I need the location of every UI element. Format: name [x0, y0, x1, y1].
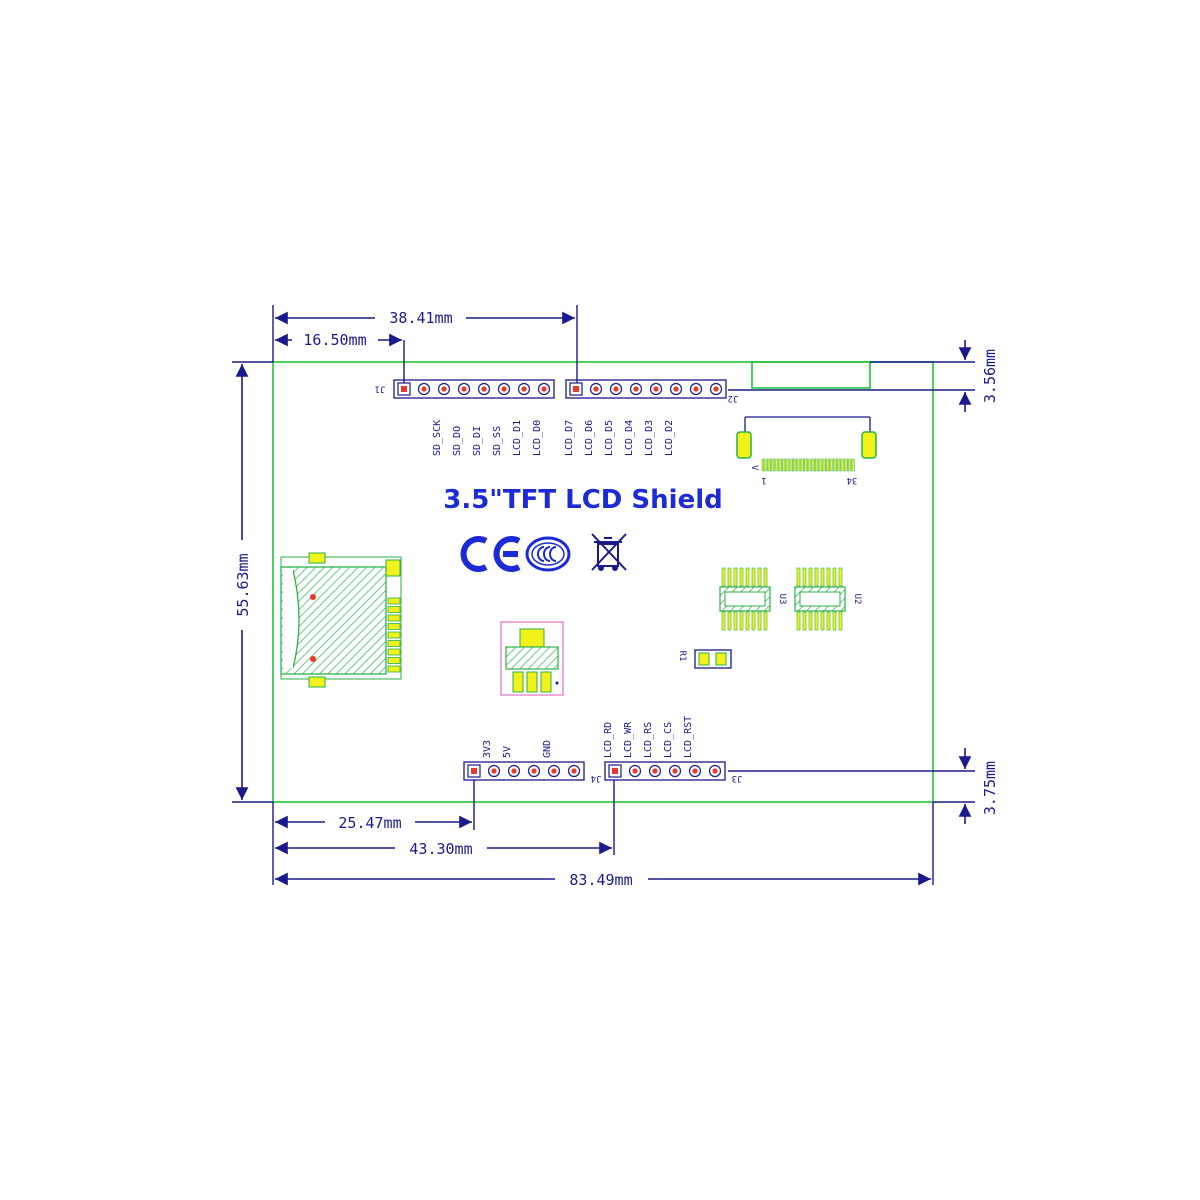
- header-j1-pin: [537, 382, 551, 396]
- header-j2-pin: [649, 382, 663, 396]
- header-j4-pin: [567, 764, 581, 778]
- header-j2-pin: [709, 382, 723, 396]
- header-j1-pin: [397, 382, 411, 396]
- resistor-r1: R1: [677, 649, 732, 669]
- header-j2-label: LCD_D7: [564, 420, 575, 456]
- dim-height-total-label: 55.63mm: [234, 553, 252, 616]
- header-j1-label: SD_DI: [472, 426, 483, 456]
- header-j1-pin: [517, 382, 531, 396]
- dim-j4-offset: 25.47mm: [275, 814, 472, 832]
- header-j3-pin: [668, 764, 682, 778]
- dim-bottom-margin-label: 3.75mm: [981, 761, 999, 815]
- ce-mark-icon: [460, 536, 521, 572]
- header-j3-pins: [608, 764, 722, 778]
- extension-lines: [232, 305, 975, 885]
- dim-j1-offset: 16.50mm: [275, 331, 402, 349]
- header-j1-pin: [497, 382, 511, 396]
- header-j1-pin: [417, 382, 431, 396]
- header-j4-pins: [467, 764, 581, 778]
- header-j4-pin: [527, 764, 541, 778]
- header-j2-label: LCD_D6: [584, 420, 595, 456]
- header-j4-label: 3V3: [482, 740, 493, 758]
- header-j1-pin: [457, 382, 471, 396]
- header-j4-label: GND: [542, 740, 553, 758]
- header-j3-label: LCD_RS: [643, 722, 654, 758]
- dim-j2-offset: 38.41mm: [275, 309, 575, 327]
- voltage-regulator: [500, 621, 564, 696]
- dim-j3-offset-label: 43.30mm: [409, 840, 472, 858]
- header-j1-ref: J1: [375, 384, 386, 394]
- header-j1: J1 SD_SCK SD_DO SD_DI SD_SS LCD_D1 LCD_D0: [375, 379, 555, 456]
- header-j3-label: LCD_RD: [603, 722, 614, 758]
- header-j2-pin: [589, 382, 603, 396]
- dim-j3-offset: 43.30mm: [275, 840, 612, 858]
- header-j4-pin: [507, 764, 521, 778]
- header-j2-pin: [629, 382, 643, 396]
- ccc-mark-icon: [525, 536, 571, 572]
- ic-u3-ref: U3: [777, 594, 787, 605]
- sd-card-slot: [280, 552, 402, 688]
- header-j2-pin: [569, 382, 583, 396]
- dim-width-total-label: 83.49mm: [569, 871, 632, 889]
- weee-bin-icon: [591, 533, 627, 571]
- header-j1-pin: [477, 382, 491, 396]
- fpc-pin-last: 34: [847, 475, 858, 485]
- header-j2-pin: [609, 382, 623, 396]
- ic-u3: U3: [719, 567, 787, 631]
- header-j1-label: SD_SS: [492, 426, 503, 456]
- header-j1-label: LCD_D1: [512, 420, 523, 456]
- header-j1-pins: [397, 382, 551, 396]
- dim-bottom-margin: 3.75mm: [958, 748, 999, 824]
- header-j3: J3 LCD_RD LCD_WR LCD_RS LCD_CS LCD_RST: [603, 716, 742, 783]
- header-j2-label: LCD_D4: [624, 420, 635, 456]
- header-j4-pin: [487, 764, 501, 778]
- board-title: 3.5"TFT LCD Shield: [443, 485, 722, 515]
- header-j3-pin: [608, 764, 622, 778]
- fpc-connector: V 1 34: [736, 416, 877, 485]
- header-j1-label: SD_DO: [452, 426, 463, 456]
- header-j2: J2 LCD_D7 LCD_D6 LCD_D5 LCD_D4 LCD_D3 LCD_D2: [564, 379, 739, 456]
- header-j3-label: LCD_RST: [683, 716, 694, 758]
- header-j2-label: LCD_D3: [644, 420, 655, 456]
- header-j2-label: LCD_D5: [604, 420, 615, 456]
- ic-u2-ref: U2: [852, 594, 862, 605]
- header-j4-ref: J4: [591, 773, 602, 783]
- dim-j4-offset-label: 25.47mm: [338, 814, 401, 832]
- dim-top-margin-label: 3.56mm: [981, 349, 999, 403]
- header-j4-pin: [467, 764, 481, 778]
- header-j2-pin: [669, 382, 683, 396]
- header-j3-pin: [708, 764, 722, 778]
- header-j4-label: 5V: [502, 746, 513, 758]
- header-j2-pins: [569, 382, 723, 396]
- header-j1-label: LCD_D0: [532, 420, 543, 456]
- ic-u2: U2: [794, 567, 862, 631]
- header-j3-label: LCD_WR: [623, 721, 634, 758]
- header-j2-pin: [689, 382, 703, 396]
- header-j1-pin: [437, 382, 451, 396]
- fpc-pins: [761, 458, 855, 472]
- board-outline: [272, 361, 934, 803]
- dim-height-total: 55.63mm: [234, 364, 252, 800]
- fpc-marker: V: [749, 465, 759, 471]
- header-j3-pin: [688, 764, 702, 778]
- dim-width-total: 83.49mm: [275, 871, 931, 889]
- dim-j1-offset-label: 16.50mm: [303, 331, 366, 349]
- header-j1-label: SD_SCK: [432, 420, 443, 456]
- dim-top-margin: 3.56mm: [958, 340, 999, 412]
- dim-j2-offset-label: 38.41mm: [389, 309, 452, 327]
- resistor-r1-ref: R1: [677, 651, 687, 662]
- header-j3-pin: [648, 764, 662, 778]
- header-j3-pin: [628, 764, 642, 778]
- fpc-pin-first: 1: [761, 475, 766, 485]
- header-j2-ref: J2: [728, 393, 739, 403]
- header-j4: J4 3V3 5V GND: [463, 740, 602, 783]
- header-j3-label: LCD_CS: [663, 722, 674, 758]
- header-j2-label: LCD_D2: [664, 420, 675, 456]
- header-j3-ref: J3: [732, 773, 743, 783]
- header-j4-pin: [547, 764, 561, 778]
